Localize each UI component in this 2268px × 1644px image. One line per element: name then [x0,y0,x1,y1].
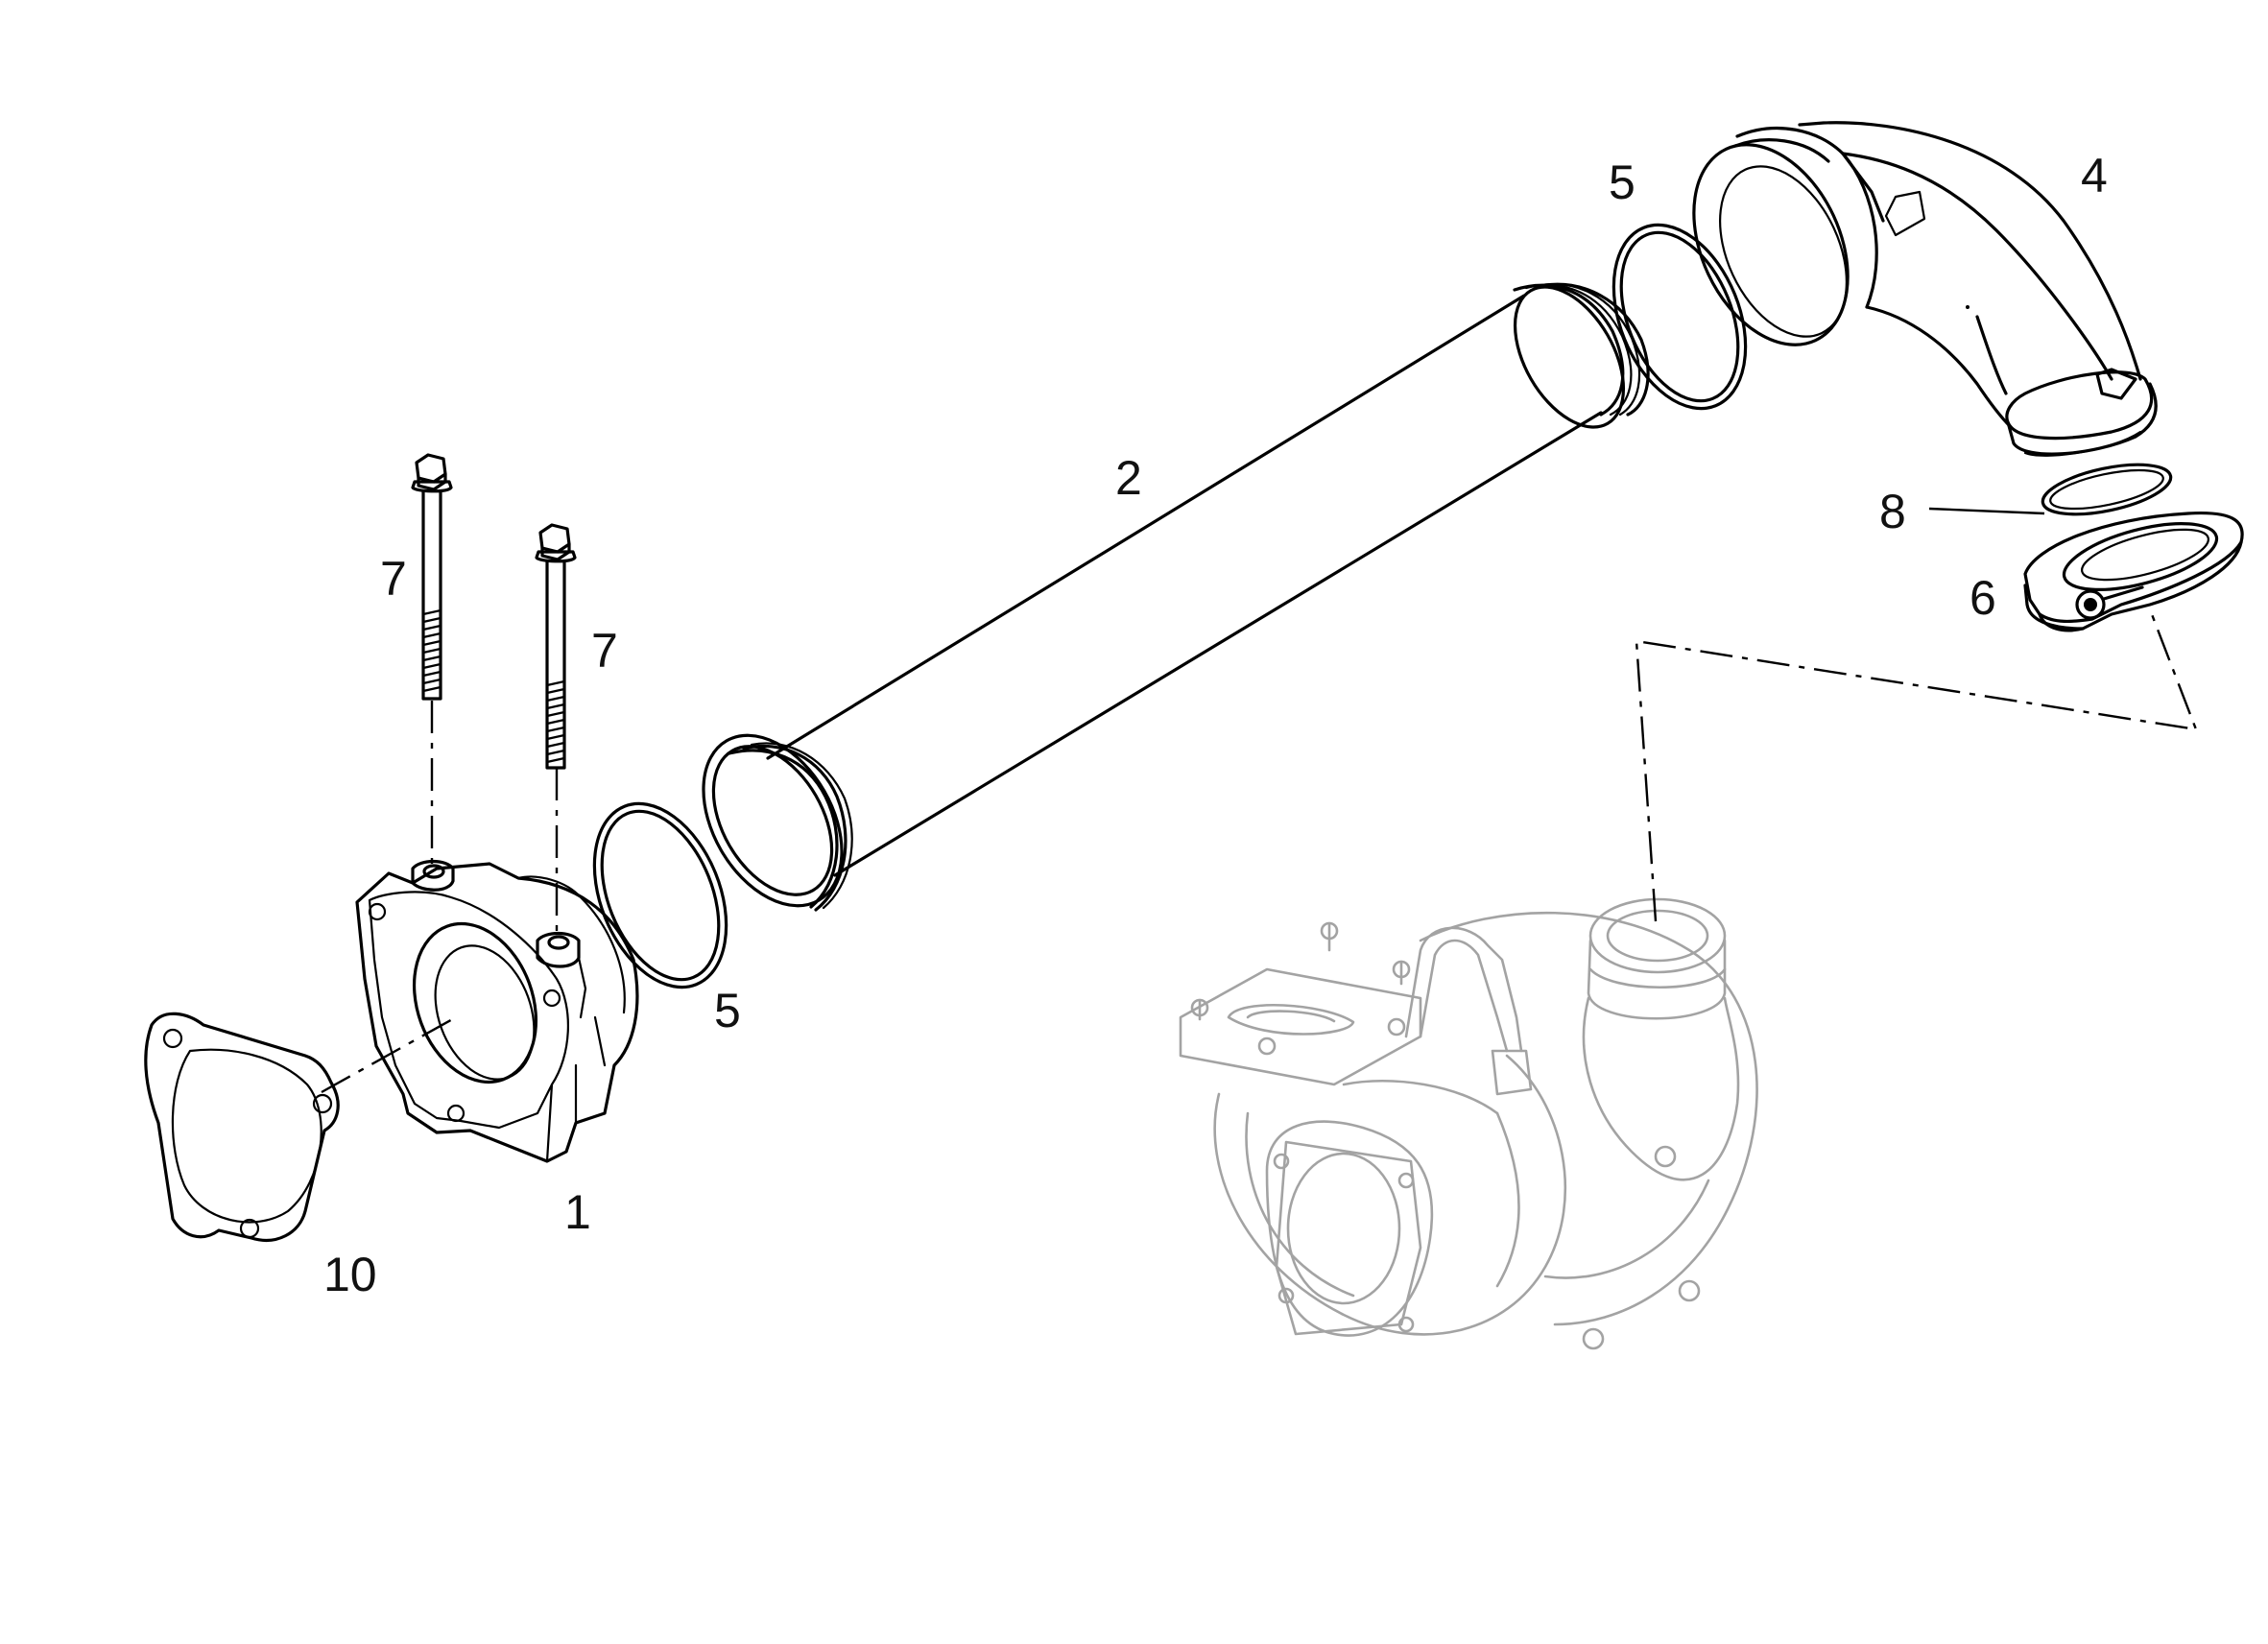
bolt-part-7-right [535,523,577,770]
o-ring-part-8 [2041,463,2173,516]
label-part-7-right: 7 [591,624,618,678]
o-ring-part-5-lower [592,801,728,989]
turbocharger-background [1179,897,1758,1350]
label-part-6: 6 [1970,571,1996,625]
centerlines [321,608,2198,1094]
leader-line-part-8 [1928,507,2045,515]
pipe-part-2 [702,282,1650,912]
label-part-5-lower: 5 [714,984,741,1037]
o-ring-part-5-upper [1611,223,1748,411]
label-part-2: 2 [1115,451,1142,505]
label-part-4: 4 [2081,149,2108,203]
label-part-8: 8 [1879,485,1906,538]
clamp-part-6 [2023,511,2244,632]
label-part-5-upper: 5 [1609,155,1635,209]
label-part-7-left: 7 [380,552,407,606]
label-part-1: 1 [564,1185,591,1239]
gasket-part-10 [144,1012,340,1242]
label-part-10: 10 [323,1248,377,1301]
adapter-flange-part-1 [355,859,639,1163]
elbow-part-4 [1692,121,2158,457]
bolt-part-7-left [411,453,453,701]
